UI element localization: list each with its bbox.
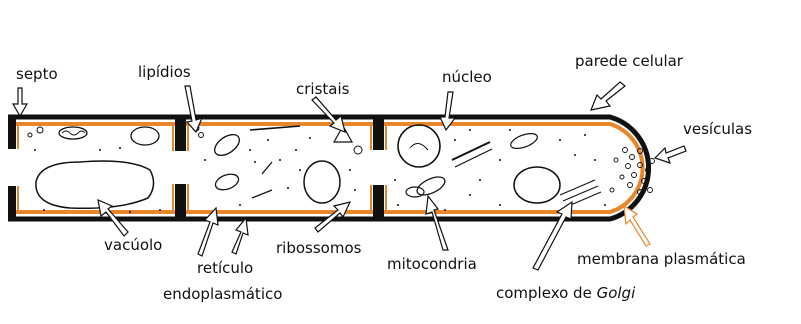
vacuole [36, 161, 154, 208]
arrow-membrana [624, 206, 650, 246]
septum-left [8, 117, 16, 149]
label-reticulo-line1: retículo [197, 261, 253, 276]
label-mitocondria: mitocondria [387, 257, 477, 272]
septum-middle [175, 117, 186, 151]
label-nucleo: núcleo [442, 70, 492, 85]
label-lipidios: lipídios [138, 65, 191, 80]
label-complexo-golgi: complexo de Golgi [496, 286, 635, 301]
arrow-vesiculas [655, 146, 686, 163]
arrow-reticulo-2 [232, 218, 248, 254]
vacuole-cell2 [304, 161, 340, 203]
label-vesiculas: vesículas [683, 122, 752, 137]
mitochondrion [59, 127, 87, 139]
label-vacuolo: vacúolo [104, 238, 162, 253]
vacuole-cell3 [514, 167, 560, 203]
plasma-membrane [8, 124, 643, 212]
ribosomes [34, 129, 606, 213]
label-reticulo-line2: endoplasmático [163, 287, 282, 302]
label-complexo-de: complexo de [496, 284, 597, 302]
label-parede-celular: parede celular [575, 54, 683, 69]
label-membrana-plasmatica: membrana plasmática [577, 252, 746, 267]
label-septo: septo [16, 67, 58, 82]
label-cristais: cristais [296, 82, 349, 97]
septum-right [373, 117, 384, 150]
arrow-reticulo [198, 208, 218, 256]
arrow-septo [13, 88, 27, 116]
small-vacuole [131, 127, 159, 145]
arrow-mitocondria [426, 196, 448, 250]
label-ribossomos: ribossomos [276, 241, 361, 256]
arrow-parede [591, 82, 625, 110]
nucleus [398, 125, 440, 167]
label-golgi: Golgi [597, 284, 636, 302]
mitochondria [414, 173, 447, 198]
